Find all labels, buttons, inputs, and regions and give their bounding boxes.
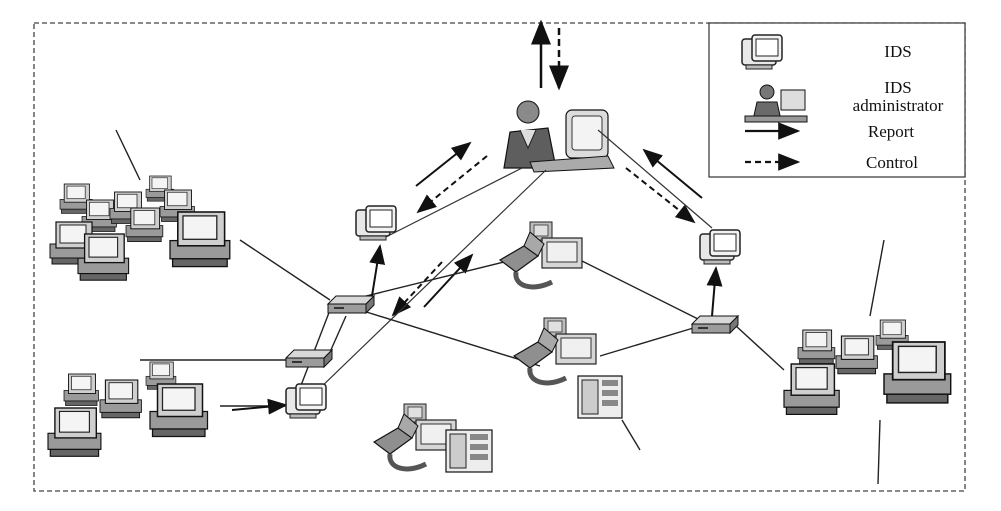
router-center-icon	[327, 295, 375, 314]
control-arrow-right-ids	[625, 167, 696, 224]
ids-administrator-icon	[503, 100, 615, 173]
legend-report-label: Report	[867, 122, 915, 141]
control-arrow-center	[391, 261, 443, 317]
router-left-icon	[285, 349, 333, 368]
control-arrow-left-ids	[416, 155, 488, 214]
legend-ids-label: IDS	[884, 42, 912, 61]
legend-admin-label-line1: IDS	[884, 78, 912, 97]
report-arrow-left-ids	[415, 141, 472, 187]
server-rack-middle-icon	[577, 375, 623, 419]
router-right-icon	[691, 315, 739, 334]
legend-admin-label-line2: administrator	[852, 96, 944, 115]
legend-control-label: Control	[866, 153, 918, 172]
workstation-cluster-top-left	[49, 175, 231, 281]
legend-administrator-icon	[744, 84, 808, 123]
ids-sensor-left-icon	[355, 205, 397, 241]
ids-sensor-right-icon	[699, 229, 741, 265]
workstation-cluster-right	[783, 319, 952, 416]
attacker-terminal-bottom-icon	[374, 404, 456, 469]
attacker-terminal-middle-icon	[514, 318, 596, 383]
workstation-cluster-bottom-left	[47, 361, 209, 457]
ids-sensor-bottom-icon	[285, 383, 327, 419]
report-arrow-right-ids	[642, 148, 703, 199]
legend-ids-monitor-icon	[741, 34, 783, 70]
attacker-terminal-top-icon	[500, 222, 582, 287]
server-rack-bottom-icon	[445, 429, 493, 473]
diagram-border	[33, 22, 966, 492]
network-links	[115, 129, 885, 485]
report-arrow-center	[423, 253, 474, 308]
